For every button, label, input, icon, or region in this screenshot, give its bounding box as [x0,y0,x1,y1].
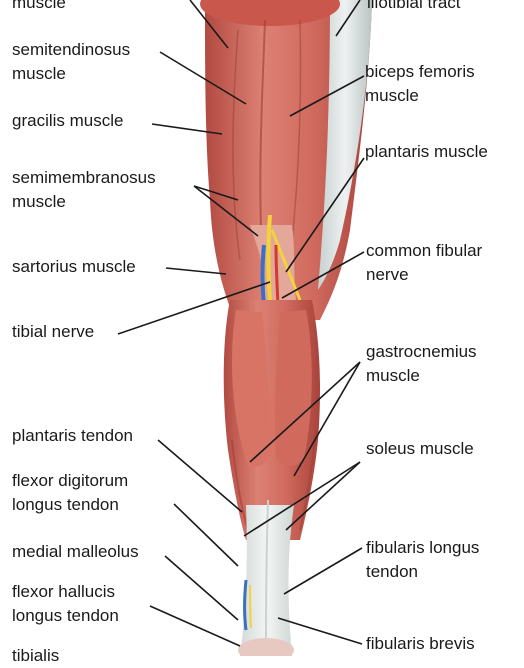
leader-common-fibular [281,251,365,299]
heel-shape [238,638,294,656]
label-common-fibular-nerve: common fibular nerve [366,241,483,284]
leader-plantaris-tendon [157,439,243,513]
label-semitendinosus: semitendinosus muscle [12,40,131,83]
leader-soleus-a [243,461,361,537]
leader-lines [117,0,365,647]
gastrocnemius-lateral [275,310,312,467]
label-flexor-digitorum: flexor digitorum longus tendon [12,471,129,514]
label-medial-malleolus: medial malleolus [12,542,139,561]
label-soleus: soleus muscle [366,439,474,458]
tibial-nerve-shape [266,214,272,301]
leader-semimembranosus-b [193,185,259,237]
leader-flexor-digitorum [173,503,239,567]
label-fibularis-longus: fibularis longus tendon [366,538,480,581]
label-plantaris-muscle: plantaris muscle [365,142,488,161]
leader-semimembranosus-a [193,185,239,201]
leader-fibularis-longus [283,547,363,595]
leader-iliotibial [335,0,361,37]
leader-gastrocnemius-a [249,361,361,463]
leader-gastrocnemius-b [293,361,361,477]
leader-medial-malleolus [164,555,239,621]
leader-tibial-nerve [117,281,271,335]
leader-flexor-hallucis [149,605,241,647]
vein-shape [260,244,266,306]
label-gracilis: gracilis muscle [12,111,124,130]
label-muscle-top-left: muscle [12,0,66,12]
label-iliotibial-tract: iliotibial tract [367,0,461,12]
artery-shape [274,244,280,306]
label-tibialis-bottom: tibialis [12,646,60,665]
label-plantaris-tendon: plantaris tendon [12,426,133,445]
leader-top-muscle [189,0,229,49]
leader-biceps-femoris [289,75,365,117]
gluteal-shape [200,0,340,26]
label-sartorius: sartorius muscle [12,257,136,276]
label-tibial-nerve: tibial nerve [12,322,95,341]
label-flexor-hallucis: flexor hallucis longus tendon [12,582,119,625]
leader-plantaris-muscle [285,157,365,273]
label-fibularis-brevis: fibularis brevis [366,634,475,653]
leader-soleus-b [285,461,361,531]
leader-sartorius [165,267,227,275]
label-biceps-femoris: biceps femoris muscle [365,62,475,105]
leader-gracilis [151,123,223,135]
iliotibial-tract-shape [318,0,372,290]
leader-semitendinosus [159,51,247,105]
gastrocnemius-medial [232,310,272,468]
leader-fibularis-brevis [277,617,363,645]
label-gastrocnemius: gastrocnemius muscle [366,342,477,385]
label-semimembranosus: semimembranosus muscle [12,168,156,211]
